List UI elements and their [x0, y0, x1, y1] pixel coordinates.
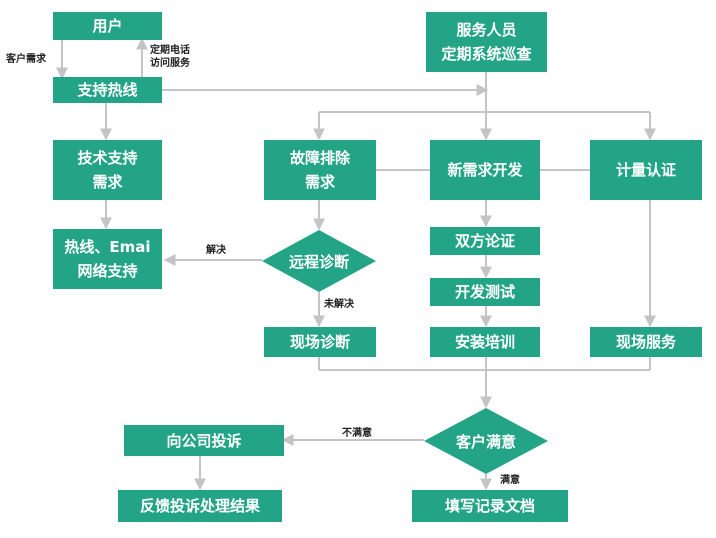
node-dev-test[interactable]: 开发测试 — [430, 278, 540, 306]
customer-satisfied-label: 客户满意 — [455, 432, 516, 451]
node-install-training[interactable]: 安装培训 — [430, 327, 540, 357]
remote-diagnosis-label: 远程诊断 — [288, 252, 349, 271]
node-user[interactable]: 用户 — [53, 12, 162, 40]
node-staff-system-check[interactable]: 服务人员 定期系统巡查 — [426, 12, 547, 72]
label-resolved: 解决 — [206, 245, 226, 256]
node-onsite-service[interactable]: 现场服务 — [590, 327, 702, 357]
label-satisfied: 满意 — [500, 475, 520, 486]
node-new-requirement[interactable]: 新需求开发 — [430, 140, 540, 200]
node-bilateral-review[interactable]: 双方论证 — [430, 227, 540, 255]
node-fill-record[interactable]: 填写记录文档 — [412, 490, 568, 522]
node-metrology-certification[interactable]: 计量认证 — [590, 140, 702, 200]
decision-diamond-shape — [424, 408, 548, 474]
node-remote-diagnosis[interactable]: 远程诊断 — [262, 230, 376, 292]
node-fault-request[interactable]: 故障排除 需求 — [264, 140, 376, 200]
label-customer-demand: 客户需求 — [6, 54, 46, 65]
node-hotline-email-support[interactable]: 热线、Emai 网络支持 — [53, 229, 162, 289]
node-complain-to-company[interactable]: 向公司投诉 — [124, 425, 284, 456]
decision-diamond-shape — [262, 230, 376, 292]
node-onsite-diagnosis[interactable]: 现场诊断 — [264, 327, 376, 357]
node-customer-satisfied[interactable]: 客户满意 — [424, 408, 548, 474]
node-complaint-result[interactable]: 反馈投诉处理结果 — [118, 490, 282, 522]
label-not-satisfied: 不满意 — [342, 428, 372, 439]
label-unresolved: 未解决 — [324, 299, 354, 310]
label-regular-call: 定期电话 访问服务 — [150, 45, 190, 69]
node-tech-support-request[interactable]: 技术支持 需求 — [53, 140, 162, 200]
node-support-hotline[interactable]: 支持热线 — [53, 77, 162, 103]
